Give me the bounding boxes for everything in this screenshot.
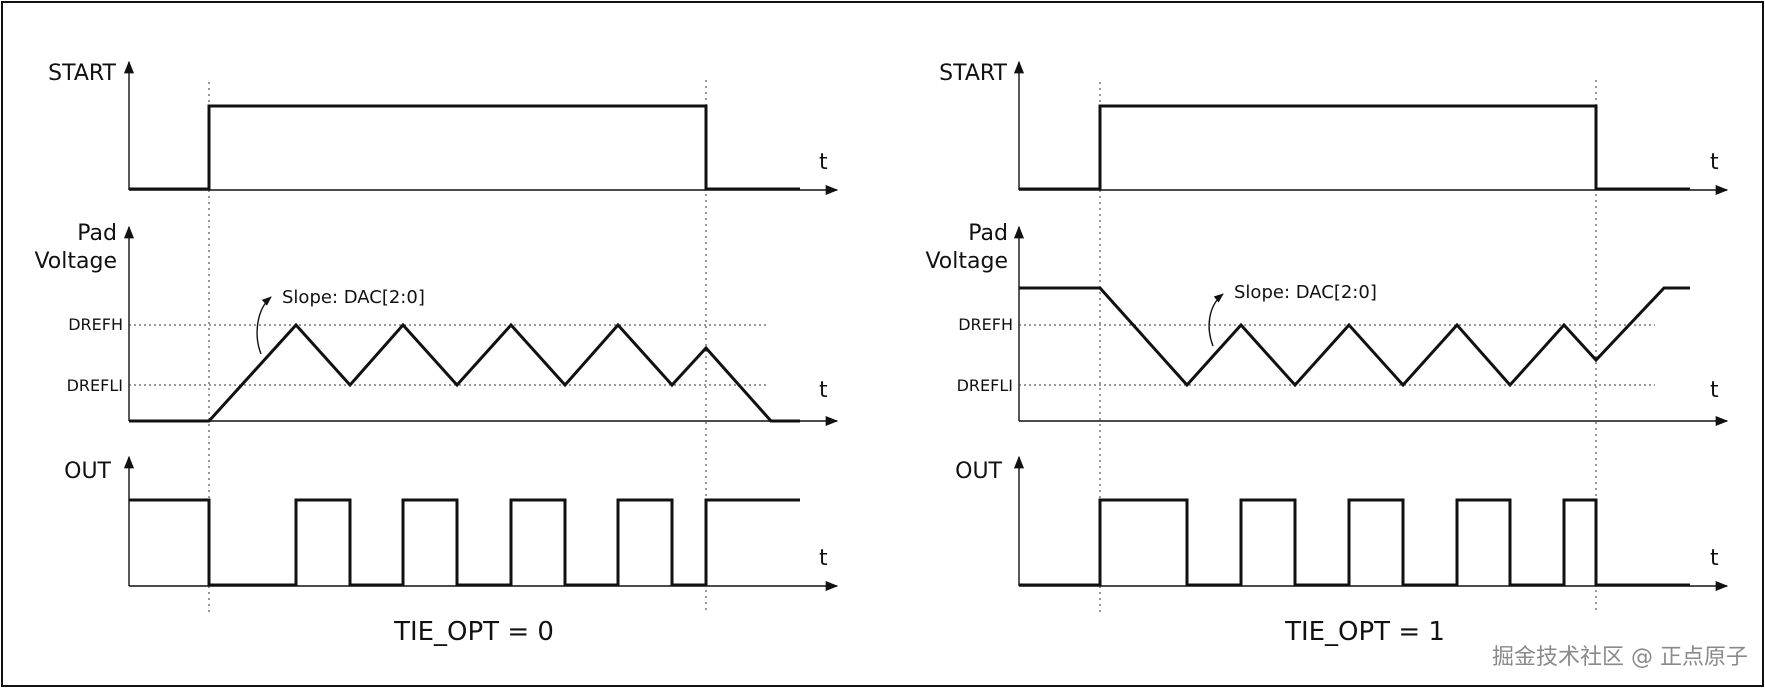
pad-voltage-t-label: t [1710,378,1719,403]
caption-tie-opt-0: TIE_OPT = 0 [393,617,554,647]
out-t-label: t [819,546,828,571]
drefli-label: DREFLI [957,376,1013,395]
caption-tie-opt-1: TIE_OPT = 1 [1284,617,1445,647]
panel-tie-opt-0: START t Pad Voltage t DREFH DREFLI Slope… [34,60,839,647]
panel-tie-opt-1: START t Pad Voltage t DREFH DREFLI Slope… [925,60,1729,647]
pad-voltage-waveform [1019,286,1690,388]
drefli-label: DREFLI [67,376,123,395]
slope-annotation: Slope: DAC[2:0] [282,287,425,308]
out-t-label: t [1710,546,1719,571]
drefh-label: DREFH [958,315,1013,334]
voltage-label: Voltage [925,249,1008,274]
watermark: 掘金技术社区 @ 正点原子 [1492,645,1748,670]
out-signal-label: OUT [64,459,111,484]
slope-arrow [256,296,272,355]
pad-voltage-waveform [129,322,800,423]
start-t-label: t [819,150,828,175]
voltage-label: Voltage [34,249,117,274]
start-signal-label: START [48,61,116,86]
slope-annotation: Slope: DAC[2:0] [1234,282,1377,303]
out-signal-label: OUT [955,459,1002,484]
start-waveform [129,104,800,191]
drefh-label: DREFH [68,315,123,334]
pad-label: Pad [968,221,1008,246]
slope-arrow [1208,293,1224,347]
pad-label: Pad [77,221,117,246]
start-t-label: t [1710,150,1719,175]
start-signal-label: START [939,61,1007,86]
out-waveform [1019,498,1690,587]
pad-voltage-t-label: t [819,378,828,403]
start-waveform [1019,104,1690,191]
out-waveform [129,498,800,587]
